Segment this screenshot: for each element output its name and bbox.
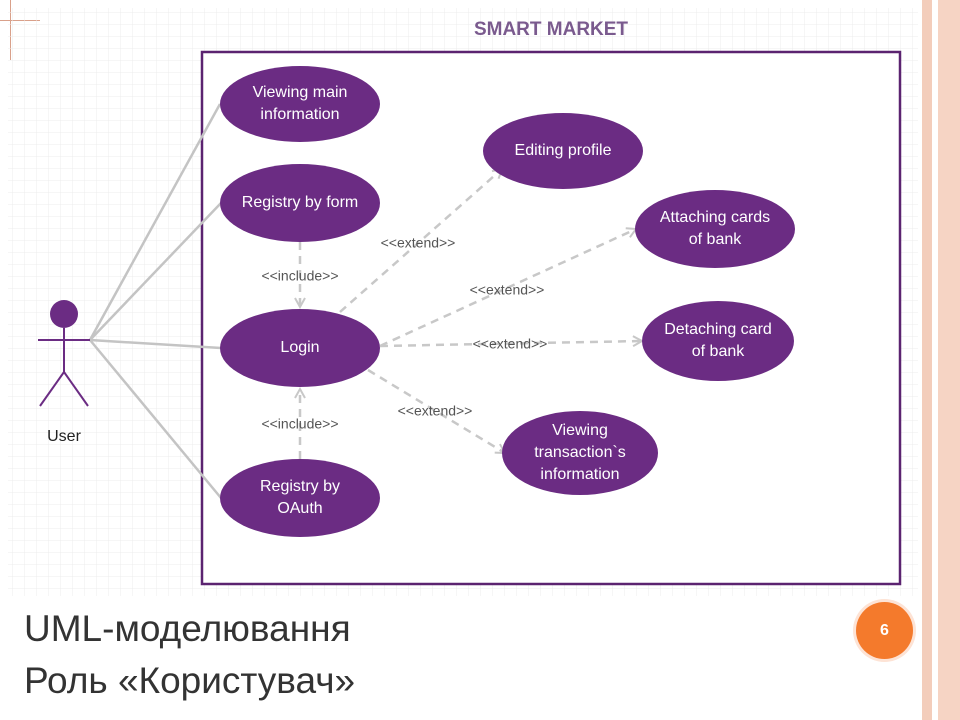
side-band	[922, 0, 932, 720]
association-line	[89, 338, 222, 350]
use-case-ellipse	[220, 164, 380, 242]
use-case-registry-by-oauth[interactable]: Registry by OAuth	[220, 459, 380, 537]
use-case-label: Login	[280, 339, 319, 356]
use-case-ellipse	[220, 66, 380, 142]
actor-head	[50, 300, 78, 328]
use-case-detaching-card-of-bank[interactable]: Detaching card of bank	[642, 301, 794, 381]
use-case-label: OAuth	[277, 500, 322, 517]
association-line	[89, 339, 222, 499]
page-number-badge: 6	[856, 602, 913, 659]
actor-right-leg	[63, 371, 89, 407]
use-case-viewing-main-information[interactable]: Viewing main information	[220, 66, 380, 142]
relation-line	[379, 341, 642, 348]
side-band-gap	[932, 0, 938, 720]
use-case-label: of bank	[692, 343, 745, 360]
use-case-diagram: SMART MARKET <<include>> <<include>> <<ext…	[8, 8, 918, 596]
side-band-outer	[938, 0, 960, 720]
relation-label: <<extend>>	[473, 336, 548, 352]
relation-label: <<include>>	[261, 268, 338, 284]
system-title: SMART MARKET	[474, 19, 628, 40]
use-case-label: Viewing main	[253, 84, 348, 101]
use-case-registry-by-form[interactable]: Registry by form	[220, 164, 380, 242]
use-case-label: information	[260, 106, 339, 123]
use-case-label: transaction`s	[534, 444, 626, 461]
use-case-label: Attaching cards	[660, 209, 770, 226]
use-case-ellipse	[502, 411, 658, 495]
associations	[88, 103, 222, 499]
use-case-label: Registry by form	[242, 194, 358, 211]
association-line	[89, 202, 222, 341]
actor-label: User	[47, 428, 81, 445]
relation-label: <<extend>>	[398, 403, 473, 419]
slide-title-line-2: Роль «Користувач»	[24, 660, 356, 701]
association-line	[88, 103, 222, 341]
use-case-viewing-transactions-information[interactable]: Viewing transaction`s information	[502, 411, 658, 495]
use-case-ellipse	[483, 113, 643, 189]
use-case-label: Editing profile	[515, 142, 612, 159]
slide-title-line-1: UML-моделювання	[24, 608, 351, 649]
use-case-label: Detaching card	[664, 321, 772, 338]
use-case-editing-profile[interactable]: Editing profile	[483, 113, 643, 189]
relation-line	[367, 368, 505, 455]
relations: <<include>> <<include>> <<extend>> <<extend…	[261, 169, 642, 459]
use-case-ellipse	[220, 309, 380, 387]
use-case-label: Viewing	[552, 422, 608, 439]
use-case-label: Registry by	[260, 478, 340, 495]
use-case-label: information	[540, 466, 619, 483]
actor-left-leg	[39, 371, 65, 407]
relation-line	[379, 229, 636, 348]
relation-label: <<include>>	[261, 416, 338, 432]
use-case-attaching-cards-of-bank[interactable]: Attaching cards of bank	[635, 190, 795, 268]
actor-user[interactable]: User	[38, 300, 90, 445]
use-case-ellipse	[635, 190, 795, 268]
relation-label: <<extend>>	[470, 282, 545, 298]
relation-label: <<extend>>	[381, 235, 456, 251]
use-case-ellipse	[220, 459, 380, 537]
use-case-login[interactable]: Login	[220, 309, 380, 387]
use-case-ellipse	[642, 301, 794, 381]
use-case-label: of bank	[689, 231, 742, 248]
